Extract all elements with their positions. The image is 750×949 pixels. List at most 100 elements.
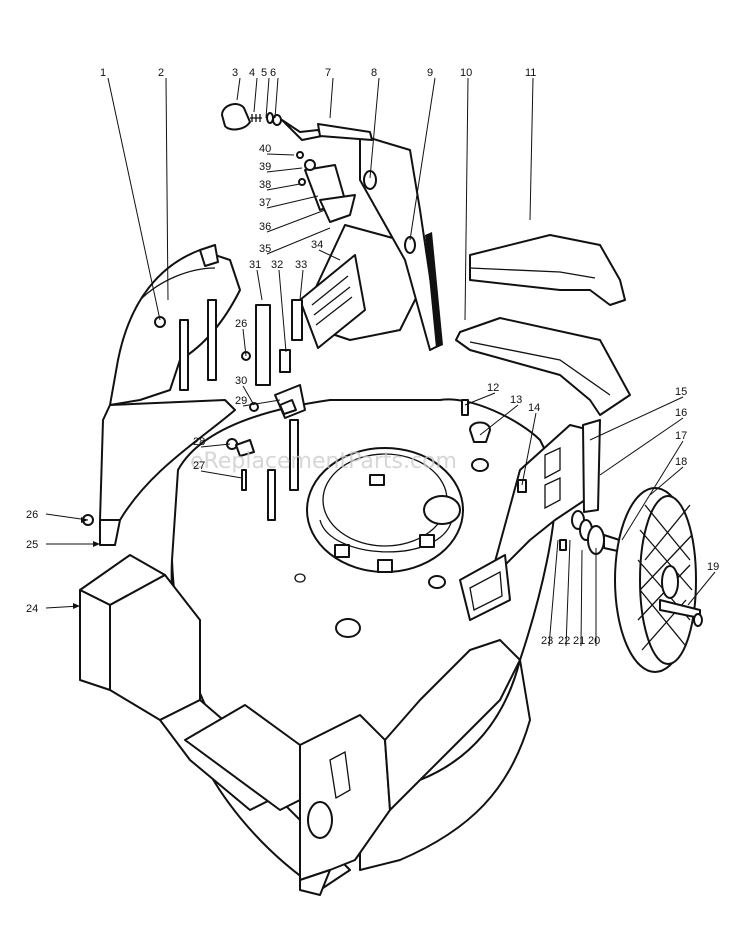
- leader-line: [236, 77, 241, 101]
- fasteners: [82, 316, 527, 526]
- leader-line: [369, 77, 380, 179]
- part-number-label: 13: [510, 394, 522, 406]
- callout-29: 29: [235, 395, 281, 407]
- leader-line: [266, 183, 301, 191]
- leader-line: [521, 412, 537, 486]
- part-number-label: 1: [100, 67, 106, 79]
- leader-line: [687, 571, 716, 606]
- callout-37: 37: [259, 195, 319, 209]
- leader-line: [242, 328, 247, 357]
- front-corner-housing: [184, 639, 521, 896]
- leader-line: [548, 539, 559, 647]
- callout-39: 39: [259, 161, 303, 173]
- leader-line: [329, 77, 334, 119]
- part-number-label: 14: [528, 402, 540, 414]
- leader-line: [256, 269, 263, 301]
- leader-line: [599, 417, 684, 476]
- grass-bag-adapter: [455, 234, 631, 416]
- callout-30: 30: [235, 375, 255, 406]
- part-number-label: 20: [588, 635, 600, 647]
- watermark-text: eReplacementParts.com: [190, 449, 457, 474]
- leader-line: [278, 269, 287, 353]
- callout-11: 11: [525, 67, 536, 221]
- part-number-label: 4: [249, 67, 255, 79]
- callout-16: 16: [599, 407, 687, 476]
- wheel-assembly: [559, 419, 703, 673]
- callout-10: 10: [460, 67, 472, 321]
- part-number-label: 34: [311, 239, 323, 251]
- leader-line: [107, 77, 161, 321]
- callout-26a: 26: [26, 509, 89, 523]
- leader-line: [266, 153, 295, 156]
- callout-3: 3: [232, 67, 241, 101]
- leader-line: [464, 77, 469, 321]
- part-number-label: 16: [675, 407, 687, 419]
- callout-4: 4: [249, 67, 258, 113]
- leader-line: [266, 209, 326, 233]
- leader-line: [565, 539, 571, 647]
- leader-line: [274, 77, 279, 119]
- leader-line: [266, 227, 331, 255]
- leader-line: [200, 443, 231, 448]
- leader-line: [299, 269, 304, 301]
- leader-line: [580, 549, 583, 647]
- leader-line: [479, 404, 519, 436]
- part-number-label: 10: [460, 67, 472, 79]
- part-number-label: 5: [261, 67, 267, 79]
- leader-line: [242, 385, 255, 406]
- leader-line: [649, 466, 684, 496]
- callout-1: 1: [100, 67, 161, 321]
- control-linkage: [221, 103, 373, 223]
- callout-38: 38: [259, 179, 301, 191]
- leader-line: [589, 396, 684, 441]
- part-number-label: 31: [249, 259, 261, 271]
- part-number-label: 2: [158, 67, 164, 79]
- part-number-label: 11: [525, 67, 536, 79]
- callout-24: 24: [26, 603, 81, 615]
- callout-6: 6: [270, 67, 279, 119]
- part-number-label: 9: [427, 67, 433, 79]
- part-number-label: 40: [259, 143, 271, 155]
- leader-line: [621, 440, 684, 541]
- part-number-label: 3: [232, 67, 238, 79]
- leader-arrowhead: [81, 517, 88, 523]
- callout-15: 15: [589, 386, 687, 441]
- leader-line: [464, 392, 496, 406]
- callout-25: 25: [26, 539, 100, 551]
- leader-line: [318, 249, 341, 261]
- side-discharge-housing: [459, 424, 591, 621]
- part-number-label: 17: [675, 430, 687, 442]
- callout-17: 17: [621, 430, 687, 541]
- part-number-label: 27: [193, 460, 205, 472]
- part-number-label: 28: [193, 436, 205, 448]
- part-number-label: 21: [573, 635, 585, 647]
- callout-20: 20: [588, 548, 600, 647]
- callout-27: 27: [193, 460, 243, 479]
- part-number-label: 15: [675, 386, 687, 398]
- callout-18: 18: [649, 456, 687, 496]
- part-number-label: 6: [270, 67, 276, 79]
- callout-9: 9: [409, 67, 436, 241]
- callout-26b: 26: [235, 318, 247, 357]
- callout-31: 31: [249, 259, 263, 301]
- callout-13: 13: [479, 394, 522, 436]
- part-number-label: 19: [707, 561, 719, 573]
- callout-33: 33: [295, 259, 307, 301]
- leader-arrowhead: [73, 603, 80, 609]
- callout-32: 32: [271, 259, 287, 353]
- part-number-label: 26: [26, 509, 38, 521]
- part-number-label: 22: [558, 635, 570, 647]
- leader-line: [200, 470, 243, 479]
- part-number-label: 37: [259, 197, 271, 209]
- callout-22: 22: [558, 539, 571, 647]
- callout-19: 19: [687, 561, 719, 606]
- part-number-label: 25: [26, 539, 38, 551]
- part-number-label: 39: [259, 161, 271, 173]
- part-number-label: 24: [26, 603, 38, 615]
- part-number-label: 8: [371, 67, 377, 79]
- callout-7: 7: [325, 67, 334, 119]
- part-number-label: 29: [235, 395, 247, 407]
- part-number-label: 23: [541, 635, 553, 647]
